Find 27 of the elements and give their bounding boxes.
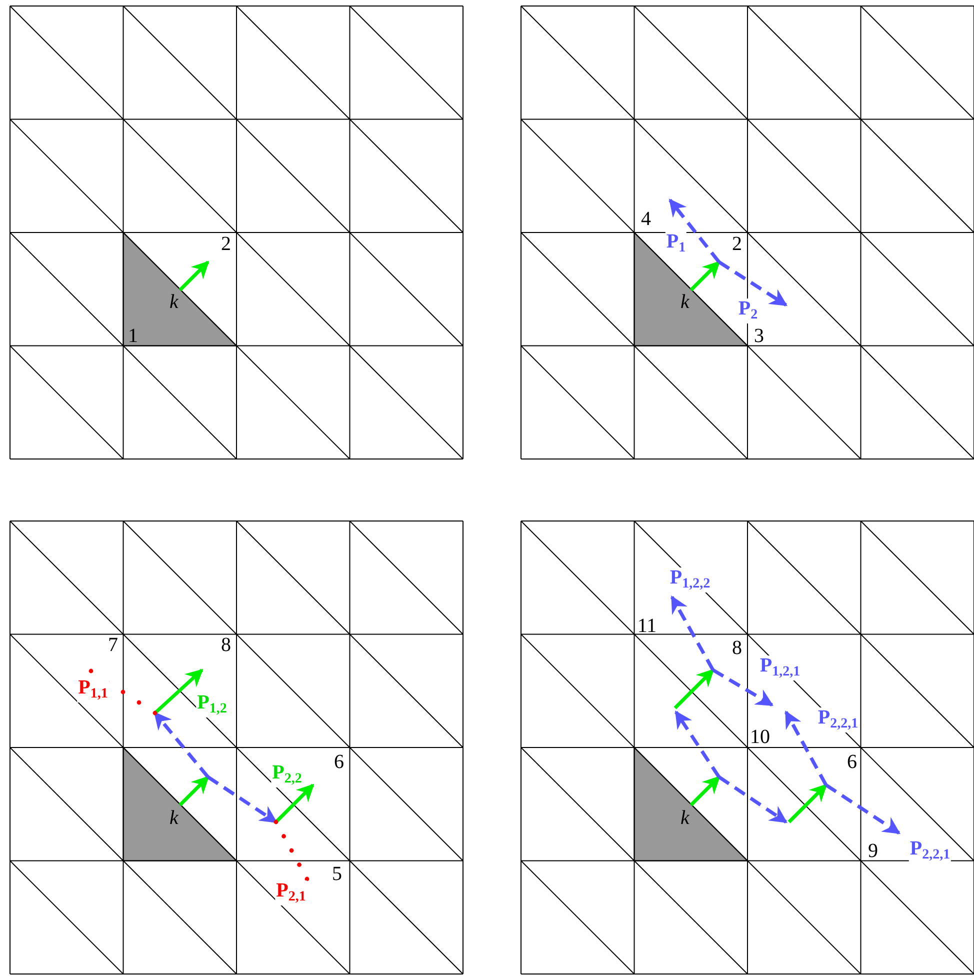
triangle-label: k <box>170 808 178 828</box>
path-label: P$_{1,2}$ <box>196 692 228 718</box>
vertex-number: 8 <box>221 635 231 655</box>
path-label: P$_{2,1}$ <box>275 880 307 906</box>
path-label: P$_{2}$ <box>737 298 759 324</box>
vertex-number: 3 <box>754 326 764 346</box>
vertex-number: 2 <box>221 234 231 254</box>
path-label: P$_{1,2,2}$ <box>668 568 712 592</box>
vertex-number: 11 <box>637 616 657 636</box>
path-label: P$_{1,2,1}$ <box>758 656 802 680</box>
vertex-number: 8 <box>732 638 742 658</box>
vertex-number: 9 <box>868 841 878 861</box>
vertex-number: 4 <box>641 209 651 229</box>
path-label: P$_{1,1}$ <box>77 678 109 702</box>
vertex-number: 6 <box>847 752 857 772</box>
vertex-number: 7 <box>108 635 118 655</box>
vertex-number: 2 <box>732 234 742 254</box>
vertex-number: 5 <box>332 864 342 884</box>
vertex-number: 10 <box>750 727 770 747</box>
path-label: P$_{2,2,1}$ <box>816 708 860 732</box>
path-label: P$_{2,2}$ <box>271 762 303 788</box>
vertex-number: 6 <box>334 752 344 772</box>
vertex-number: 1 <box>128 326 138 346</box>
triangle-label: k <box>680 808 690 828</box>
triangle-label: k <box>170 292 178 312</box>
triangle-label: k <box>680 292 690 312</box>
path-label: P$_{2,2,1}$ <box>908 838 952 864</box>
